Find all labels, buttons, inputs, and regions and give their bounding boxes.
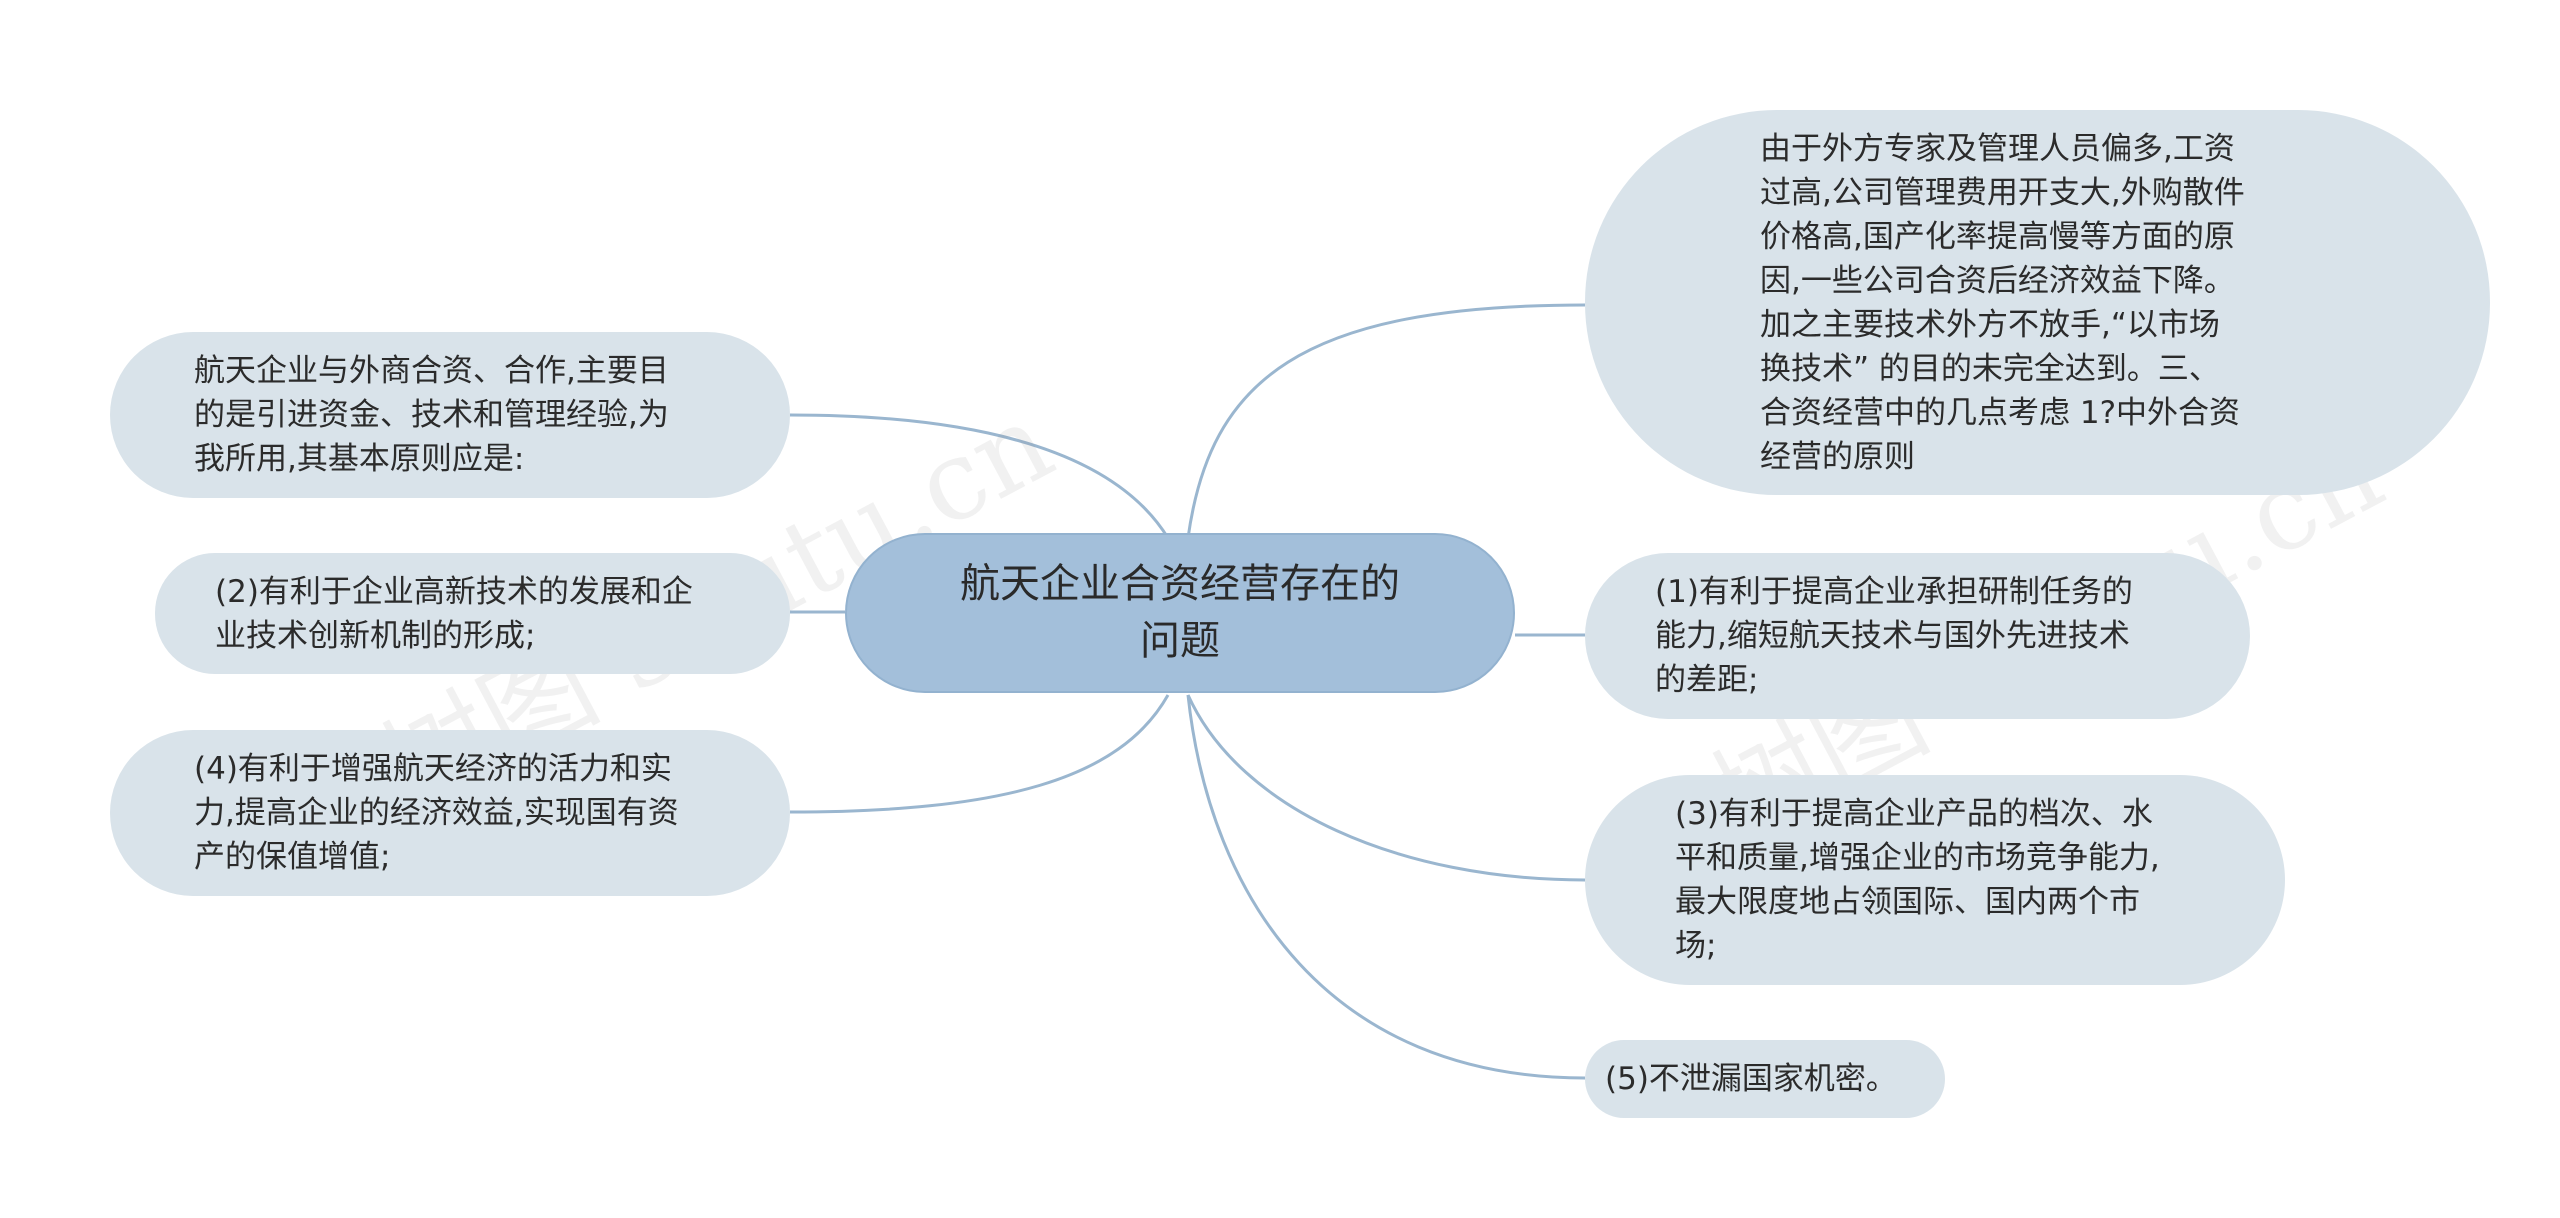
node-right-1[interactable]: 由于外方专家及管理人员偏多,工资 过高,公司管理费用开支大,外购散件 价格高,国… bbox=[1585, 110, 2490, 495]
node-left-1-text: 航天企业与外商合资、合作,主要目 的是引进资金、技术和管理经验,为 我所用,其基… bbox=[194, 353, 669, 477]
node-right-4-text: (5)不泄漏国家机密。 bbox=[1605, 1061, 1897, 1097]
node-right-3[interactable]: (3)有利于提高企业产品的档次、水 平和质量,增强企业的市场竞争能力, 最大限度… bbox=[1585, 775, 2285, 985]
node-right-4[interactable]: (5)不泄漏国家机密。 bbox=[1585, 1040, 1945, 1118]
node-left-2-text: (2)有利于企业高新技术的发展和企 业技术创新机制的形成; bbox=[215, 573, 693, 654]
node-right-2[interactable]: (1)有利于提高企业承担研制任务的 能力,缩短航天技术与国外先进技术 的差距; bbox=[1585, 553, 2250, 719]
connector-right-4 bbox=[1186, 694, 1586, 1080]
connector-left-1 bbox=[789, 413, 1170, 539]
node-left-3[interactable]: (4)有利于增强航天经济的活力和实 力,提高企业的经济效益,实现国有资 产的保值… bbox=[110, 730, 790, 896]
center-title: 航天企业合资经营存在的 问题 bbox=[960, 561, 1400, 664]
node-left-2[interactable]: (2)有利于企业高新技术的发展和企 业技术创新机制的形成; bbox=[155, 553, 790, 674]
center-node[interactable]: 航天企业合资经营存在的 问题 bbox=[845, 533, 1515, 693]
connector-right-1 bbox=[1186, 303, 1586, 539]
node-left-3-text: (4)有利于增强航天经济的活力和实 力,提高企业的经济效益,实现国有资 产的保值… bbox=[194, 751, 679, 875]
connector-right-3 bbox=[1186, 694, 1586, 882]
connector-left-3 bbox=[789, 694, 1170, 814]
node-left-1[interactable]: 航天企业与外商合资、合作,主要目 的是引进资金、技术和管理经验,为 我所用,其基… bbox=[110, 332, 790, 498]
node-right-2-text: (1)有利于提高企业承担研制任务的 能力,缩短航天技术与国外先进技术 的差距; bbox=[1655, 574, 2133, 698]
node-right-1-text: 由于外方专家及管理人员偏多,工资 过高,公司管理费用开支大,外购散件 价格高,国… bbox=[1760, 130, 2245, 475]
node-right-3-text: (3)有利于提高企业产品的档次、水 平和质量,增强企业的市场竞争能力, 最大限度… bbox=[1675, 796, 2160, 964]
